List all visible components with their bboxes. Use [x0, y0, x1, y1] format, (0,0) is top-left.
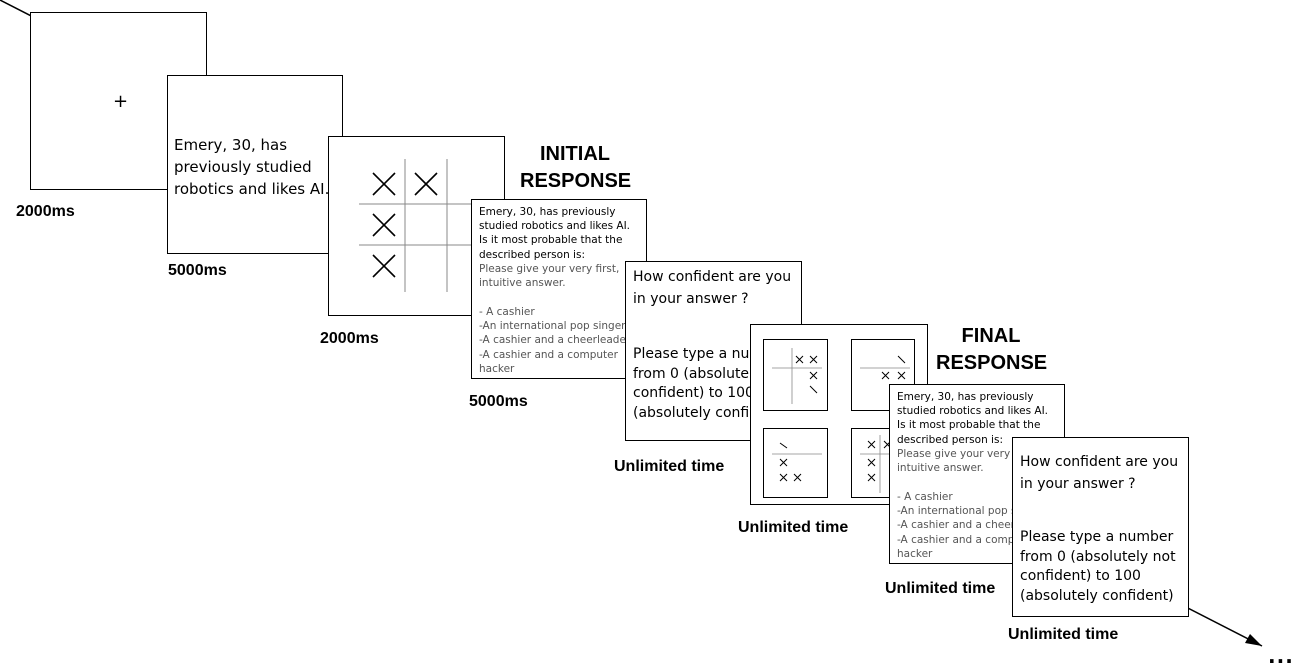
- confidence-2-duration: Unlimited time: [1008, 626, 1119, 643]
- initial-question: Emery, 30, has previously studied roboti…: [479, 206, 631, 261]
- load-pattern-duration: 2000ms: [320, 330, 379, 347]
- confidence-prompt-2: Please type a number from 0 (absolutely …: [1020, 529, 1176, 604]
- vignette-screen: Emery, 30, has previously studied roboti…: [167, 75, 343, 254]
- confidence-question-2: How confident are you in your answer ?: [1020, 454, 1179, 492]
- recall-option-b-pattern: [860, 355, 910, 380]
- vignette-duration: 5000ms: [168, 262, 227, 279]
- recall-option-a[interactable]: [763, 339, 828, 411]
- initial-response-duration: 5000ms: [469, 393, 528, 410]
- final-question: Emery, 30, has previously studied roboti…: [897, 391, 1049, 446]
- final-response-heading: FINAL RESPONSE: [936, 325, 1048, 374]
- final-response-duration: Unlimited time: [885, 580, 996, 597]
- vignette-text: Emery, 30, has previously studied roboti…: [174, 136, 330, 198]
- recall-option-c-pattern: [772, 442, 822, 482]
- confidence-screen-2: How confident are you in your answer ? P…: [1012, 437, 1189, 617]
- fixation-cross: +: [113, 91, 129, 112]
- initial-instruction: Please give your very first, intuitive a…: [479, 263, 620, 290]
- confidence-1-duration: Unlimited time: [614, 458, 725, 475]
- load-recall-duration: Unlimited time: [738, 519, 849, 536]
- initial-options: - A cashier -An international pop singer…: [479, 306, 631, 375]
- recall-option-a-pattern: [772, 348, 822, 404]
- initial-response-heading: INITIAL RESPONSE: [520, 143, 632, 192]
- recall-option-c[interactable]: [763, 428, 828, 498]
- continuation-ellipsis: ...: [1268, 644, 1294, 668]
- confidence-question-1: How confident are you in your answer ?: [633, 269, 792, 307]
- load-pattern-grid: [359, 159, 489, 292]
- fixation-duration: 2000ms: [16, 203, 75, 220]
- initial-response-screen: Emery, 30, has previously studied roboti…: [471, 199, 647, 379]
